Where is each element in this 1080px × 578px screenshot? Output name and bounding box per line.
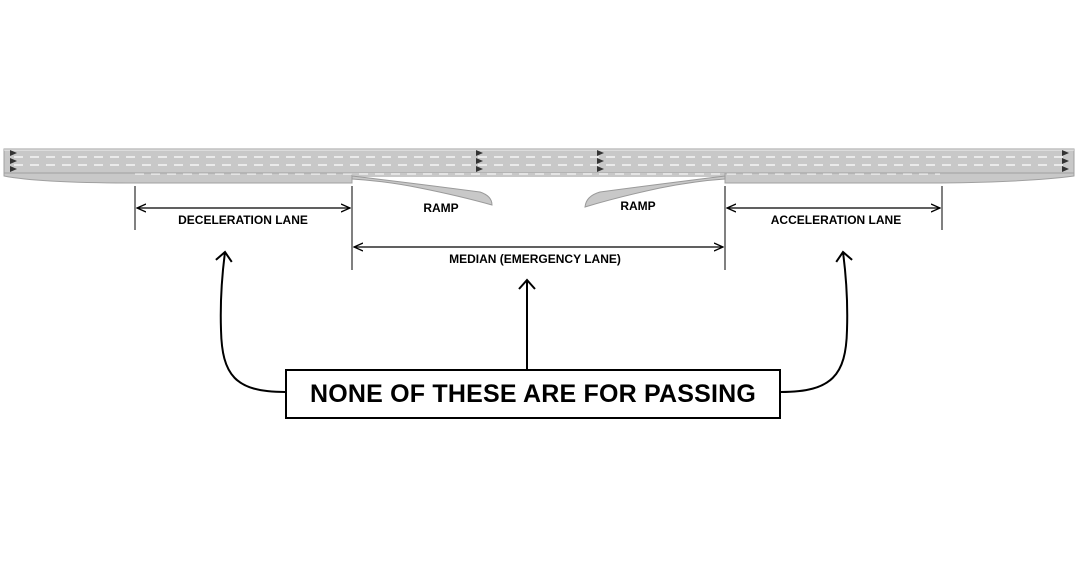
dimension-arrows <box>137 208 940 247</box>
triangle-right-icon <box>1062 166 1069 172</box>
highway-road <box>3 148 1075 208</box>
ramp-right-label: RAMP <box>620 199 655 213</box>
deceleration-lane-label: DECELERATION LANE <box>178 213 308 227</box>
triangle-right-icon <box>1062 150 1069 156</box>
triangle-right-icon <box>597 158 604 164</box>
triangle-right-icon <box>10 158 17 164</box>
entrance-ramp <box>584 175 726 208</box>
triangle-right-icon <box>10 150 17 156</box>
triangle-right-icon <box>597 166 604 172</box>
acceleration-taper <box>724 172 1075 184</box>
triangle-right-icon <box>476 166 483 172</box>
ramp-left-label: RAMP <box>423 201 458 215</box>
deceleration-taper <box>3 172 353 184</box>
main-carriageway <box>3 148 1075 174</box>
callout-arrows <box>215 250 853 393</box>
right-curved-arrow <box>780 250 853 393</box>
triangle-right-icon <box>476 158 483 164</box>
triangle-right-icon <box>597 150 604 156</box>
callout-box: NONE OF THESE ARE FOR PASSING <box>285 369 781 419</box>
triangle-right-icon <box>476 150 483 156</box>
lane-arrows <box>10 150 1069 172</box>
triangle-right-icon <box>10 166 17 172</box>
exit-ramp <box>351 175 493 206</box>
left-curved-arrow <box>215 250 286 393</box>
acceleration-lane-label: ACCELERATION LANE <box>771 213 901 227</box>
callout-text: NONE OF THESE ARE FOR PASSING <box>309 379 757 408</box>
triangle-right-icon <box>1062 158 1069 164</box>
median-label: MEDIAN (EMERGENCY LANE) <box>449 252 621 266</box>
extension-lines <box>134 186 943 270</box>
